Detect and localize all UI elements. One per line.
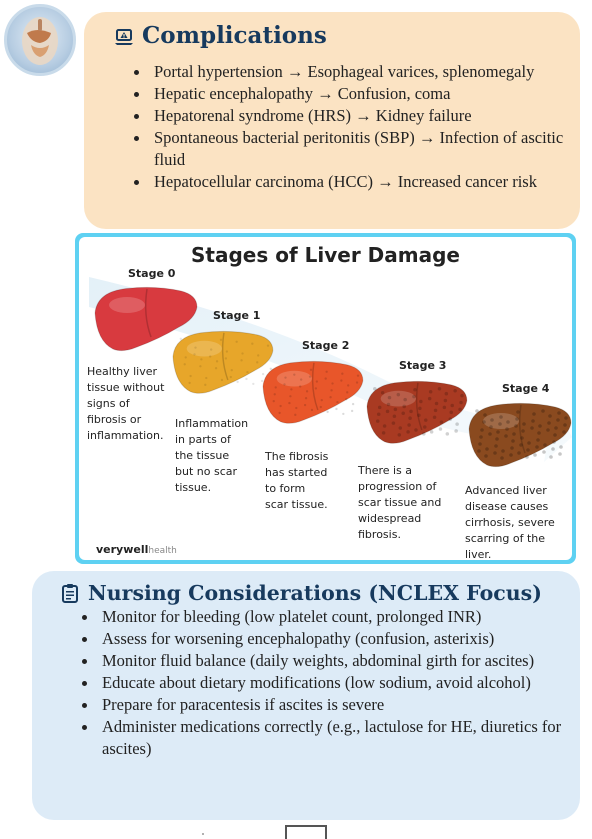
liver-stage-0 [94, 286, 198, 352]
liver-stage-2 [262, 360, 364, 424]
list-item: Hepatic encephalopathy → Confusion, coma [130, 83, 570, 105]
figure-title: Stages of Liver Damage [191, 243, 460, 267]
list-item: Educate about dietary modifications (low… [78, 672, 568, 694]
nursing-card: Nursing Considerations (NCLEX Focus) Mon… [32, 571, 580, 820]
list-item: Monitor for bleeding (low platelet count… [78, 606, 568, 628]
clipboard-icon [60, 583, 80, 603]
complications-heading: Complications [114, 22, 327, 49]
list-item: Hepatorenal syndrome (HRS) → Kidney fail… [130, 105, 570, 127]
list-item: Hepatocellular carcinoma (HCC) → Increas… [130, 171, 570, 193]
list-item: Spontaneous bacterial peritonitis (SBP) … [130, 127, 570, 171]
list-item: Monitor fluid balance (daily weights, ab… [78, 650, 568, 672]
page-dot [202, 833, 204, 835]
nursing-title: Nursing Considerations (NCLEX Focus) [88, 581, 542, 605]
liver-stages-figure-inner: Stages of Liver Damage Stage 0 Stage 1 S… [79, 237, 572, 560]
liver-stages-illustration [89, 277, 572, 468]
stage-3-label: Stage 3 [399, 359, 447, 372]
nursing-heading: Nursing Considerations (NCLEX Focus) [60, 581, 542, 605]
liver-stages-figure: Stages of Liver Damage Stage 0 Stage 1 S… [75, 233, 576, 564]
complications-card: Complications Portal hypertension → Esop… [84, 12, 580, 229]
warning-laptop-icon [114, 26, 134, 46]
liver-stage-1 [172, 330, 274, 394]
stage-2-label: Stage 2 [302, 339, 350, 352]
complications-title: Complications [142, 22, 327, 49]
nursing-list: Monitor for bleeding (low platelet count… [78, 606, 568, 760]
page-bottom-box [285, 825, 327, 839]
figure-brand: verywellhealth [96, 543, 177, 556]
liver-stage-3 [366, 380, 468, 444]
complications-list: Portal hypertension → Esophageal varices… [130, 61, 570, 193]
liver-anatomy-logo-icon [4, 4, 76, 76]
list-item: Assess for worsening encephalopathy (con… [78, 628, 568, 650]
stage-4-label: Stage 4 [502, 382, 550, 395]
list-item: Portal hypertension → Esophageal varices… [130, 61, 570, 83]
list-item: Prepare for paracentesis if ascites is s… [78, 694, 568, 716]
liver-stage-4 [468, 402, 572, 468]
stage-1-label: Stage 1 [213, 309, 261, 322]
list-item: Administer medications correctly (e.g., … [78, 716, 568, 760]
stage-0-label: Stage 0 [128, 267, 176, 280]
